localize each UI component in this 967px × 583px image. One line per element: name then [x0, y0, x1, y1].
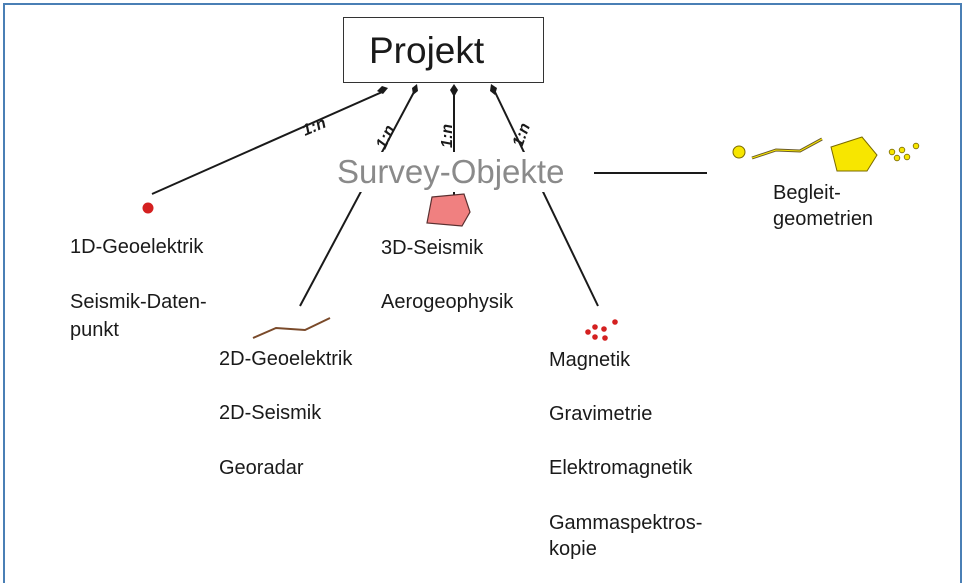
label-1d-geoelektrik: 1D-Geoelektrik — [70, 236, 204, 258]
connector-layer: 1:n 1:n 1:n 1:n — [142, 37, 920, 341]
brown-polyline-icon — [252, 317, 331, 339]
yellow-point-icon — [732, 145, 746, 159]
red-dot-icon — [602, 335, 608, 341]
label-georadar: Georadar — [219, 457, 304, 479]
label-2d-seismik: 2D-Seismik — [219, 402, 322, 424]
diamond-marker-1d — [377, 86, 388, 94]
connector-magnetik — [494, 91, 599, 307]
label-3d-seismik: 3D-Seismik — [381, 237, 484, 259]
red-dot-icon — [592, 324, 598, 330]
project-title: Projekt — [369, 30, 485, 71]
diagram-canvas: 1:n 1:n 1:n 1:n Projekt Survey-Objekte 1… — [3, 3, 962, 583]
red-dot-icon — [612, 319, 618, 325]
area-polygon-icon — [426, 193, 471, 227]
yellow-polyline-inner — [751, 138, 823, 159]
red-point-icon — [142, 202, 154, 214]
diamond-marker-magnetik — [490, 84, 497, 95]
project-box — [343, 17, 544, 83]
red-dot-icon — [601, 326, 607, 332]
label-seismik-datenpunkt-2: punkt — [70, 319, 119, 341]
yellow-dot-icon — [888, 148, 896, 156]
cardinality-label-magnetik: 1:n — [510, 121, 534, 150]
diamond-marker-2d — [412, 84, 418, 95]
cardinality-label-3d: 1:n — [439, 124, 456, 148]
yellow-dot-icon — [898, 146, 906, 154]
label-magnetik: Magnetik — [549, 349, 631, 371]
survey-objects-label: Survey-Objekte — [336, 152, 566, 192]
label-aerogeophysik: Aerogeophysik — [381, 291, 514, 313]
yellow-dot-icon — [893, 154, 901, 162]
red-dot-icon — [585, 329, 591, 335]
yellow-polygon-icon — [830, 136, 878, 172]
yellow-dot-icon — [912, 142, 920, 150]
label-seismik-datenpunkt-1: Seismik-Daten- — [70, 291, 207, 313]
label-elektromagnetik: Elektromagnetik — [549, 457, 693, 479]
label-begleitgeometrien-1: Begleit- — [773, 182, 841, 204]
diagram-frame — [3, 3, 962, 583]
label-begleitgeometrien-2: geometrien — [773, 208, 874, 230]
label-gammaspektroskopie-1: Gammaspektros- — [549, 512, 703, 534]
yellow-dot-icon — [903, 153, 911, 161]
label-gammaspektroskopie-2: kopie — [549, 538, 597, 560]
label-gravimetrie: Gravimetrie — [549, 403, 653, 425]
red-dot-icon — [592, 334, 598, 340]
diamond-marker-3d — [450, 84, 458, 97]
yellow-polyline-icon — [751, 137, 823, 160]
connector-1d — [151, 91, 383, 195]
connector-2d — [299, 91, 415, 307]
label-2d-geoelektrik: 2D-Geoelektrik — [219, 348, 353, 370]
